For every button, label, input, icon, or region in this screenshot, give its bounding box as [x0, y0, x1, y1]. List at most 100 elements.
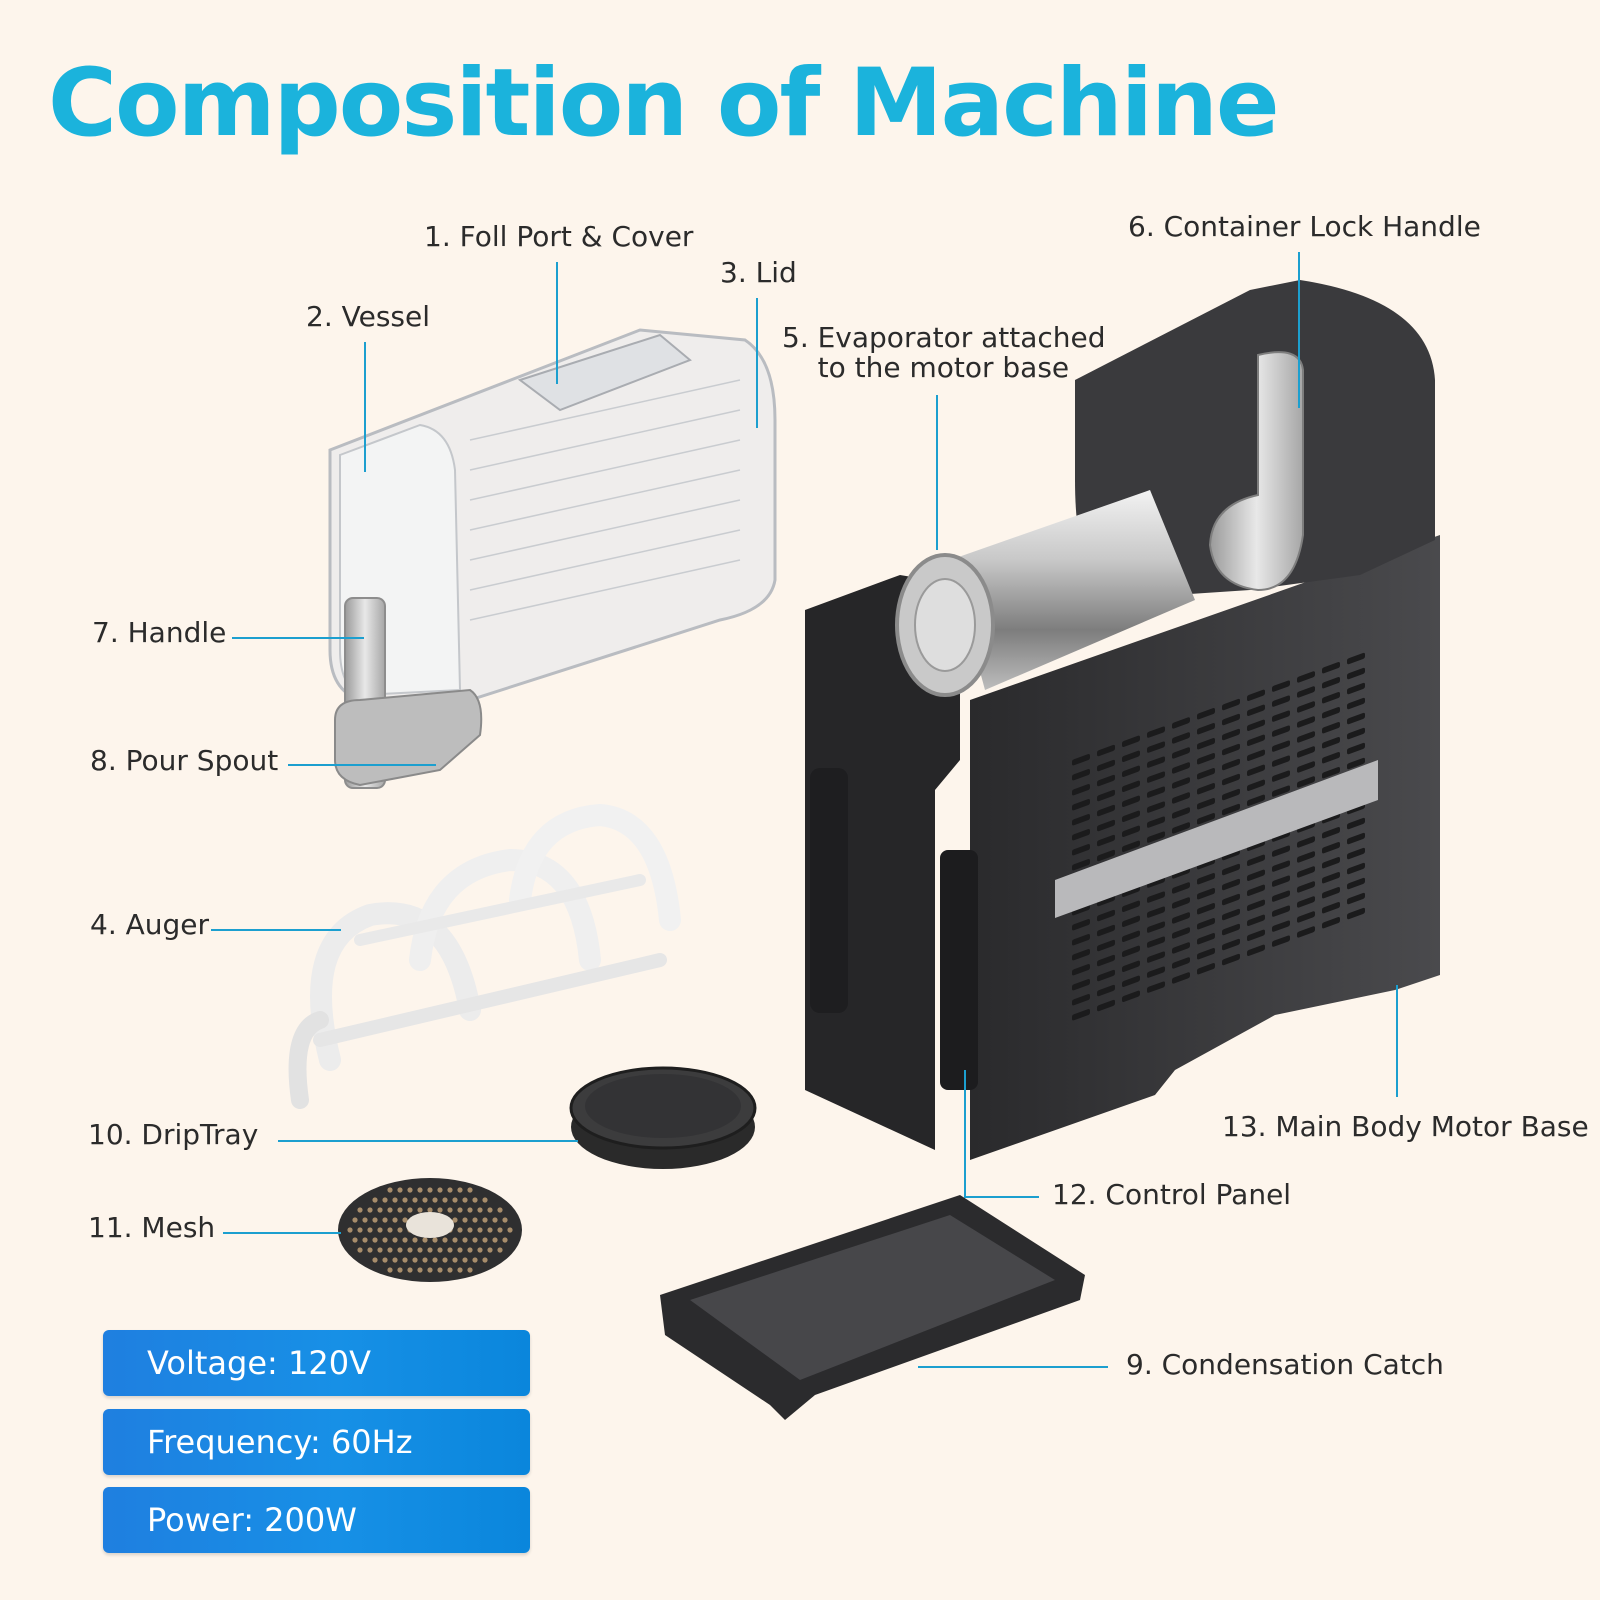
spec-power: Power: 200W: [147, 1501, 357, 1539]
mesh-hole: [402, 1197, 408, 1203]
vent-slot: [1247, 719, 1265, 732]
label-main-body-motor-base: 13. Main Body Motor Base: [1222, 1110, 1589, 1143]
vent-slot: [1147, 966, 1165, 978]
leader-line-1: [556, 262, 558, 384]
label-container-lock-handle: 6. Container Lock Handle: [1128, 210, 1481, 243]
leader-line-5: [936, 395, 938, 550]
mesh-hole: [432, 1197, 438, 1203]
vent-slot: [1072, 844, 1090, 856]
mesh-hole: [497, 1207, 503, 1213]
mesh-hole: [382, 1237, 388, 1243]
vent-slot: [1297, 746, 1315, 758]
mesh-hole: [452, 1237, 458, 1243]
vent-slot: [1347, 862, 1365, 875]
vent-slot: [1347, 727, 1365, 740]
vent-slot: [1347, 817, 1365, 830]
vent-slot: [1272, 680, 1290, 692]
mesh-hole: [457, 1187, 463, 1193]
side-control-strip: [810, 768, 848, 1013]
mesh-hole: [467, 1207, 473, 1213]
vent-slot: [1222, 698, 1240, 711]
vent-slot: [1247, 764, 1265, 777]
mesh-hole: [387, 1207, 393, 1213]
vent-slot: [1122, 840, 1140, 853]
mesh-hole: [417, 1247, 423, 1253]
vent-slot: [1347, 907, 1365, 920]
mesh-hole: [412, 1257, 418, 1263]
mesh-hole: [352, 1237, 358, 1243]
vent-slot: [1247, 794, 1265, 807]
vent-slot: [1097, 744, 1115, 757]
vent-slot: [1172, 732, 1190, 744]
mesh-hole: [392, 1217, 398, 1223]
vent-slot: [1122, 750, 1140, 763]
vent-slot: [1247, 779, 1265, 792]
vent-slot: [1322, 692, 1340, 704]
evaporator-part: [950, 490, 1195, 690]
vent-slot: [1347, 712, 1365, 725]
vent-slot: [1322, 857, 1340, 869]
vent-slot: [1222, 788, 1240, 801]
vent-slot: [1272, 845, 1290, 857]
vent-slot: [1147, 951, 1165, 963]
vent-slot: [1147, 891, 1165, 903]
mesh-hole: [367, 1207, 373, 1213]
vent-slot: [1072, 859, 1090, 871]
label-pour-spout: 8. Pour Spout: [90, 744, 279, 777]
vent-slot: [1122, 765, 1140, 778]
vent-slot: [1272, 935, 1290, 947]
vent-slot: [1072, 904, 1090, 916]
mesh-hole: [377, 1227, 383, 1233]
mesh-hole: [357, 1207, 363, 1213]
mesh-hole: [357, 1227, 363, 1233]
mesh-hole: [507, 1227, 513, 1233]
leader-line-4: [211, 929, 341, 931]
mesh-hole: [447, 1187, 453, 1193]
mesh-hole: [402, 1237, 408, 1243]
leader-line-6: [1298, 252, 1300, 408]
vent-slot: [1197, 933, 1215, 945]
leader-line-13: [1396, 985, 1398, 1097]
vent-slot: [1097, 909, 1115, 922]
mesh-hole: [402, 1257, 408, 1263]
mesh-hole: [387, 1187, 393, 1193]
mesh-hole: [462, 1217, 468, 1223]
vent-slot: [1122, 945, 1140, 958]
vent-slot: [1222, 938, 1240, 951]
vent-slot: [1172, 762, 1190, 774]
mesh-hole: [367, 1227, 373, 1233]
mesh-hole: [462, 1237, 468, 1243]
mesh-hole: [472, 1197, 478, 1203]
mesh-hole: [492, 1217, 498, 1223]
vent-slot: [1322, 917, 1340, 929]
vent-slot: [1097, 774, 1115, 787]
mesh-hole: [502, 1217, 508, 1223]
vent-slot: [1172, 957, 1190, 969]
vent-slot: [1097, 924, 1115, 937]
vent-slot: [1097, 954, 1115, 967]
mesh-hole: [397, 1227, 403, 1233]
mesh-hole: [437, 1247, 443, 1253]
mesh-hole: [447, 1267, 453, 1273]
mesh-hole: [407, 1267, 413, 1273]
vent-slot: [1297, 701, 1315, 713]
mesh-hole: [437, 1267, 443, 1273]
vent-slot: [1272, 725, 1290, 737]
vent-slot: [1147, 906, 1165, 918]
label-auger: 4. Auger: [90, 908, 210, 941]
vent-slot: [1197, 723, 1215, 735]
vent-slot: [1097, 939, 1115, 952]
mesh-hole: [482, 1257, 488, 1263]
vent-slot: [1072, 754, 1090, 766]
condensation-catch-part: [660, 1195, 1085, 1420]
mesh-hole: [392, 1197, 398, 1203]
page-title: Composition of Machine: [48, 49, 1280, 158]
mesh-hole: [407, 1247, 413, 1253]
mesh-hole: [467, 1247, 473, 1253]
mesh-hole: [392, 1257, 398, 1263]
mesh-hole: [372, 1257, 378, 1263]
vent-slot: [1297, 686, 1315, 698]
mesh-hole: [487, 1207, 493, 1213]
mesh-hole: [427, 1267, 433, 1273]
vent-slot: [1347, 652, 1365, 665]
